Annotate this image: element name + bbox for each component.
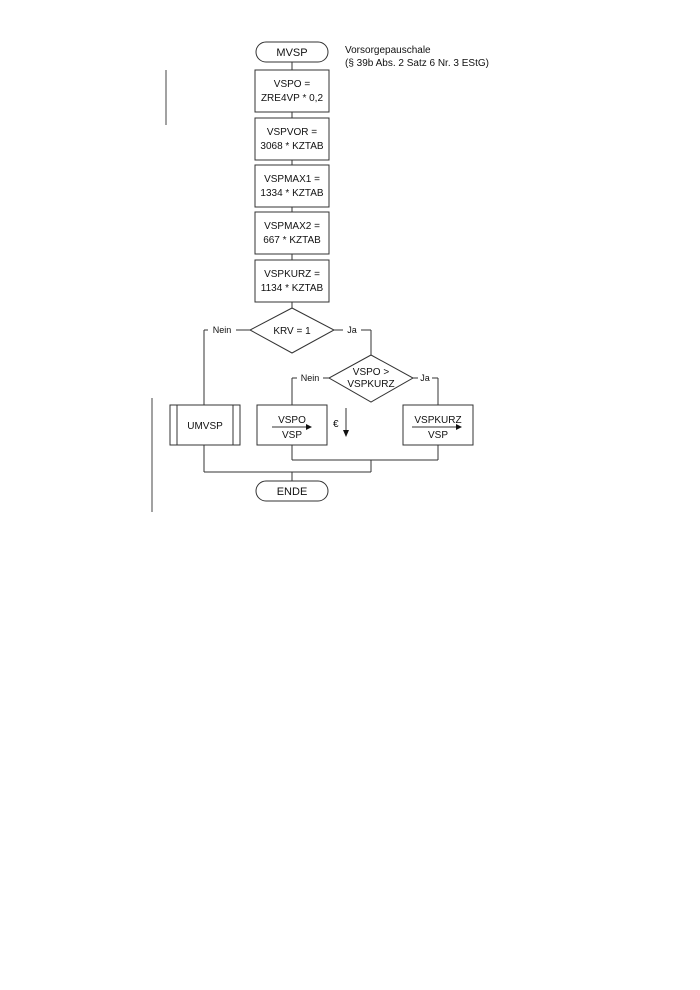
step-line1: VSPVOR = xyxy=(267,127,317,138)
assign-right-from: VSPKURZ xyxy=(414,415,461,426)
decision-krv-label: KRV = 1 xyxy=(273,326,311,337)
down-arrow-icon xyxy=(343,430,349,437)
start-label: MVSP xyxy=(276,47,307,59)
decision2-line1: VSPO > xyxy=(353,367,390,378)
decision-krv-yes-label: Ja xyxy=(347,325,357,335)
euro-marker: € xyxy=(333,419,339,430)
note-line2: (§ 39b Abs. 2 Satz 6 Nr. 3 EStG) xyxy=(345,58,489,69)
assign-left-to: VSP xyxy=(282,430,302,441)
assign-arrow-icon xyxy=(306,424,312,430)
step-line2: 3068 * KZTAB xyxy=(260,141,324,152)
step-line1: VSPMAX1 = xyxy=(264,174,320,185)
assign-vspkurz-to-vsp: VSPKURZ VSP xyxy=(402,404,474,446)
step-vspmax2: VSPMAX2 = 667 * KZTAB xyxy=(254,211,330,255)
subprocess-umvsp: UMVSP xyxy=(169,404,241,446)
decision-krv xyxy=(248,307,336,354)
step-line2: 1334 * KZTAB xyxy=(260,188,324,199)
end-label: ENDE xyxy=(277,486,308,498)
subprocess-label: UMVSP xyxy=(187,421,223,432)
step-line2: ZRE4VP * 0,2 xyxy=(261,93,324,104)
step-line2: 1134 * KZTAB xyxy=(261,283,324,294)
assign-arrow-icon xyxy=(456,424,462,430)
step-vspmax1: VSPMAX1 = 1334 * KZTAB xyxy=(254,164,330,208)
step-line1: VSPMAX2 = xyxy=(264,221,320,232)
decision2-no-label: Nein xyxy=(301,373,320,383)
decision-vspo-gt-vspkurz xyxy=(327,354,415,403)
end-terminal xyxy=(255,480,329,502)
assign-right-to: VSP xyxy=(428,430,448,441)
step-line1: VSPO = xyxy=(274,79,311,90)
step-vspvor: VSPVOR = 3068 * KZTAB xyxy=(254,117,330,161)
decision2-yes-label: Ja xyxy=(420,373,430,383)
decision2-line2: VSPKURZ xyxy=(347,379,394,390)
assign-vspo-to-vsp: VSPO VSP xyxy=(256,404,328,446)
assign-left-from: VSPO xyxy=(278,415,306,426)
note-line1: Vorsorgepauschale xyxy=(345,45,431,56)
step-vspkurz: VSPKURZ = 1134 * KZTAB xyxy=(254,259,330,303)
decision-krv-no-label: Nein xyxy=(213,325,232,335)
step-vspo: VSPO = ZRE4VP * 0,2 xyxy=(254,69,330,113)
step-line2: 667 * KZTAB xyxy=(263,235,321,246)
step-line1: VSPKURZ = xyxy=(264,269,320,280)
